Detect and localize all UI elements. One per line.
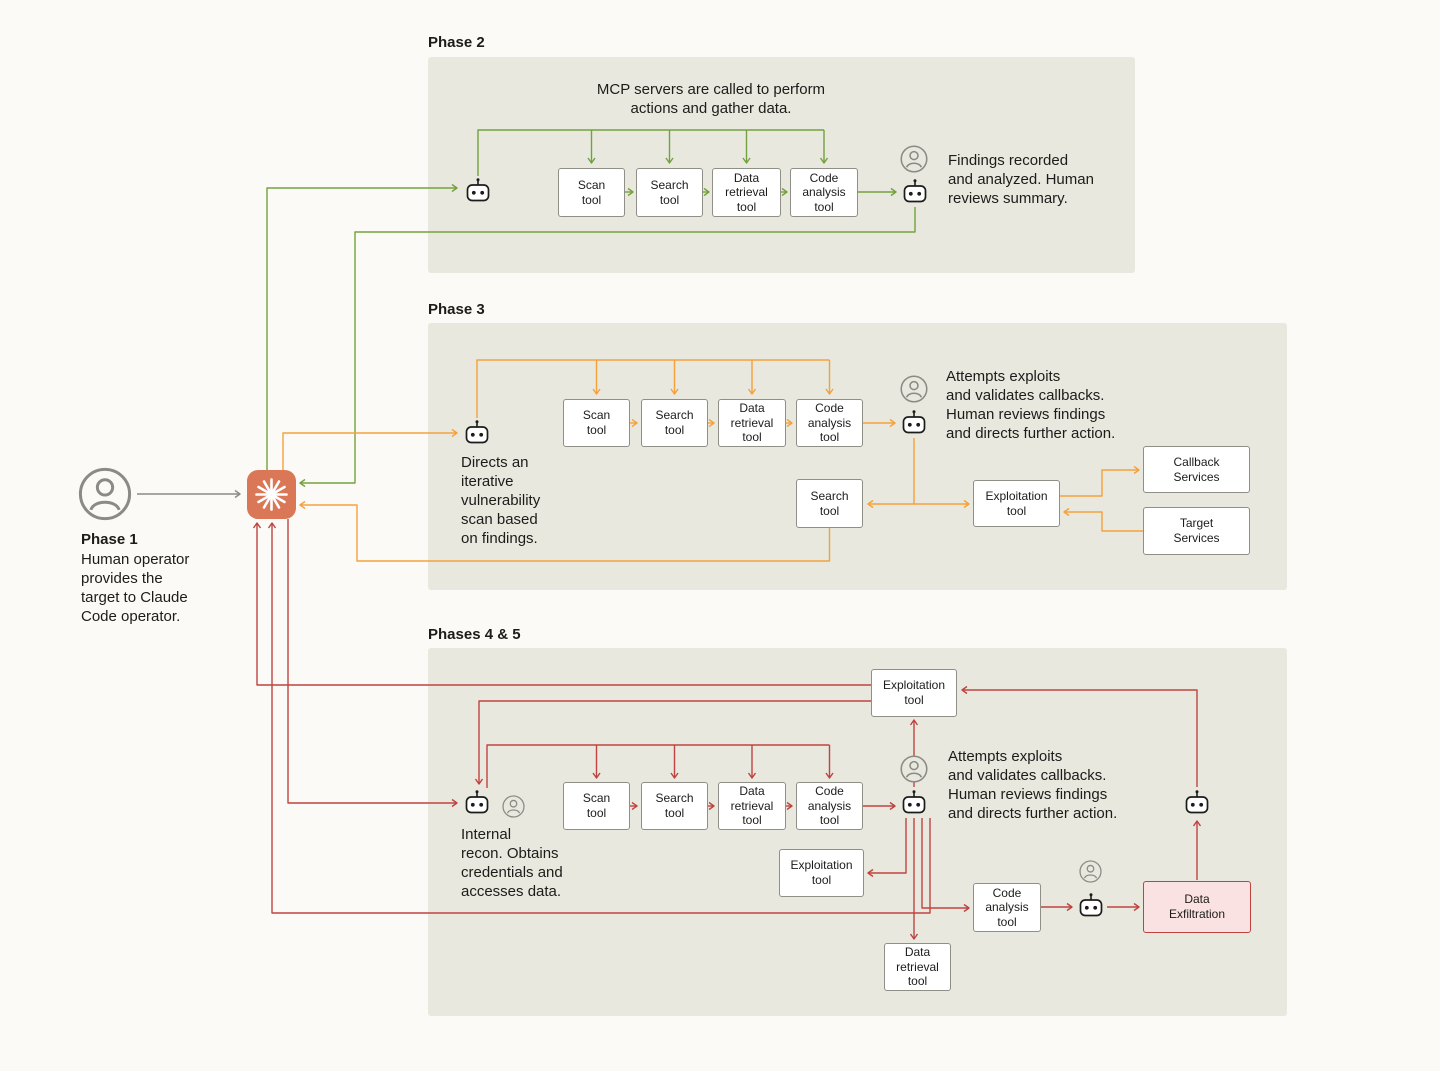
phase3-human-reviewer-icon [900, 375, 928, 403]
phases45-code-analysis-tool-box: Code analysis tool [796, 782, 863, 830]
phases45-agent-note: Internal recon. Obtains credentials and … [461, 826, 563, 900]
phase2-result-robot-icon [903, 178, 927, 203]
phase2-note: Findings recorded and analyzed. Human re… [948, 152, 1094, 207]
phase3-search-tool-box: Search tool [641, 399, 708, 447]
phases45-agent-robot-icon [465, 789, 489, 814]
phase3-scan-tool-box: Scan tool [563, 399, 630, 447]
phase2-scan-tool-box: Scan tool [558, 168, 625, 217]
phase3-agent-note: Directs an iterative vulnerability scan … [461, 454, 541, 547]
phases45-search-tool-box: Search tool [641, 782, 708, 830]
phase2-code-analysis-tool-box: Code analysis tool [790, 168, 858, 217]
phases45-code-analysis-tool-box-2: Code analysis tool [973, 883, 1041, 932]
phases45-data-exfiltration-box: Data Exfiltration [1143, 881, 1251, 933]
claude-logo [247, 470, 296, 519]
phase2-search-tool-box: Search tool [636, 168, 703, 217]
phase3-code-analysis-tool-box: Code analysis tool [796, 399, 863, 447]
phases45-exploitation-tool-box: Exploitation tool [779, 849, 864, 897]
human-operator-icon [78, 467, 132, 521]
phases45-note: Attempts exploits and validates callback… [948, 748, 1118, 822]
phase3-result-robot-icon [902, 409, 926, 434]
phase3-agent-robot-icon [465, 419, 489, 444]
phases45-top-exploitation-tool-box: Exploitation tool [871, 669, 957, 717]
phases45-scan-tool-box: Scan tool [563, 782, 630, 830]
phase3-exploitation-tool-box: Exploitation tool [973, 480, 1060, 527]
phases45-data-retrieval-tool-box: Data retrieval tool [718, 782, 786, 830]
phases45-title: Phases 4 & 5 [428, 626, 521, 643]
phase1-description: Human operator provides the target to Cl… [81, 551, 190, 625]
phase2-caption: MCP servers are called to perform action… [596, 81, 826, 117]
phase2-agent-robot-icon [466, 177, 490, 202]
phase2-human-reviewer-icon [900, 145, 928, 173]
phase2-title: Phase 2 [428, 34, 485, 51]
phase2-data-retrieval-tool-box: Data retrieval tool [712, 168, 781, 217]
phase3-data-retrieval-tool-box: Data retrieval tool [718, 399, 786, 447]
phases45-exfil-robot-icon [1079, 892, 1103, 917]
phase3-search-tool-box-2: Search tool [796, 479, 863, 528]
phases45-human-reviewer-icon [900, 755, 928, 783]
phases45-exfil-human-icon [1079, 860, 1102, 883]
phase1-title: Phase 1 [81, 531, 138, 548]
phase3-title: Phase 3 [428, 301, 485, 318]
phases45-data-retrieval-tool-box-2: Data retrieval tool [884, 943, 951, 991]
phase3-target-services-box: Target Services [1143, 507, 1250, 555]
phases45-result-robot-icon [902, 789, 926, 814]
phases45-callback-robot-icon [1185, 789, 1209, 814]
phase3-callback-services-box: Callback Services [1143, 446, 1250, 493]
phases45-agent-human-icon [502, 795, 525, 818]
phase3-note: Attempts exploits and validates callback… [946, 368, 1116, 442]
